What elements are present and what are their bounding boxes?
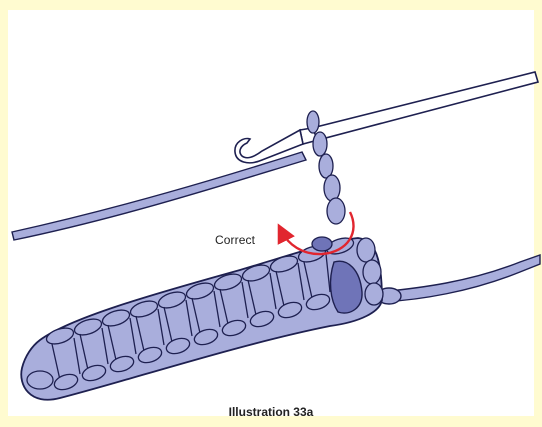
correct-annotation-label: Correct bbox=[215, 233, 255, 247]
yarn-tail-right bbox=[377, 255, 540, 304]
crochet-fabric bbox=[21, 235, 383, 400]
crochet-hook-icon bbox=[235, 72, 538, 163]
working-yarn-left bbox=[12, 152, 306, 240]
figure-caption: Illustration 33a bbox=[0, 405, 542, 419]
